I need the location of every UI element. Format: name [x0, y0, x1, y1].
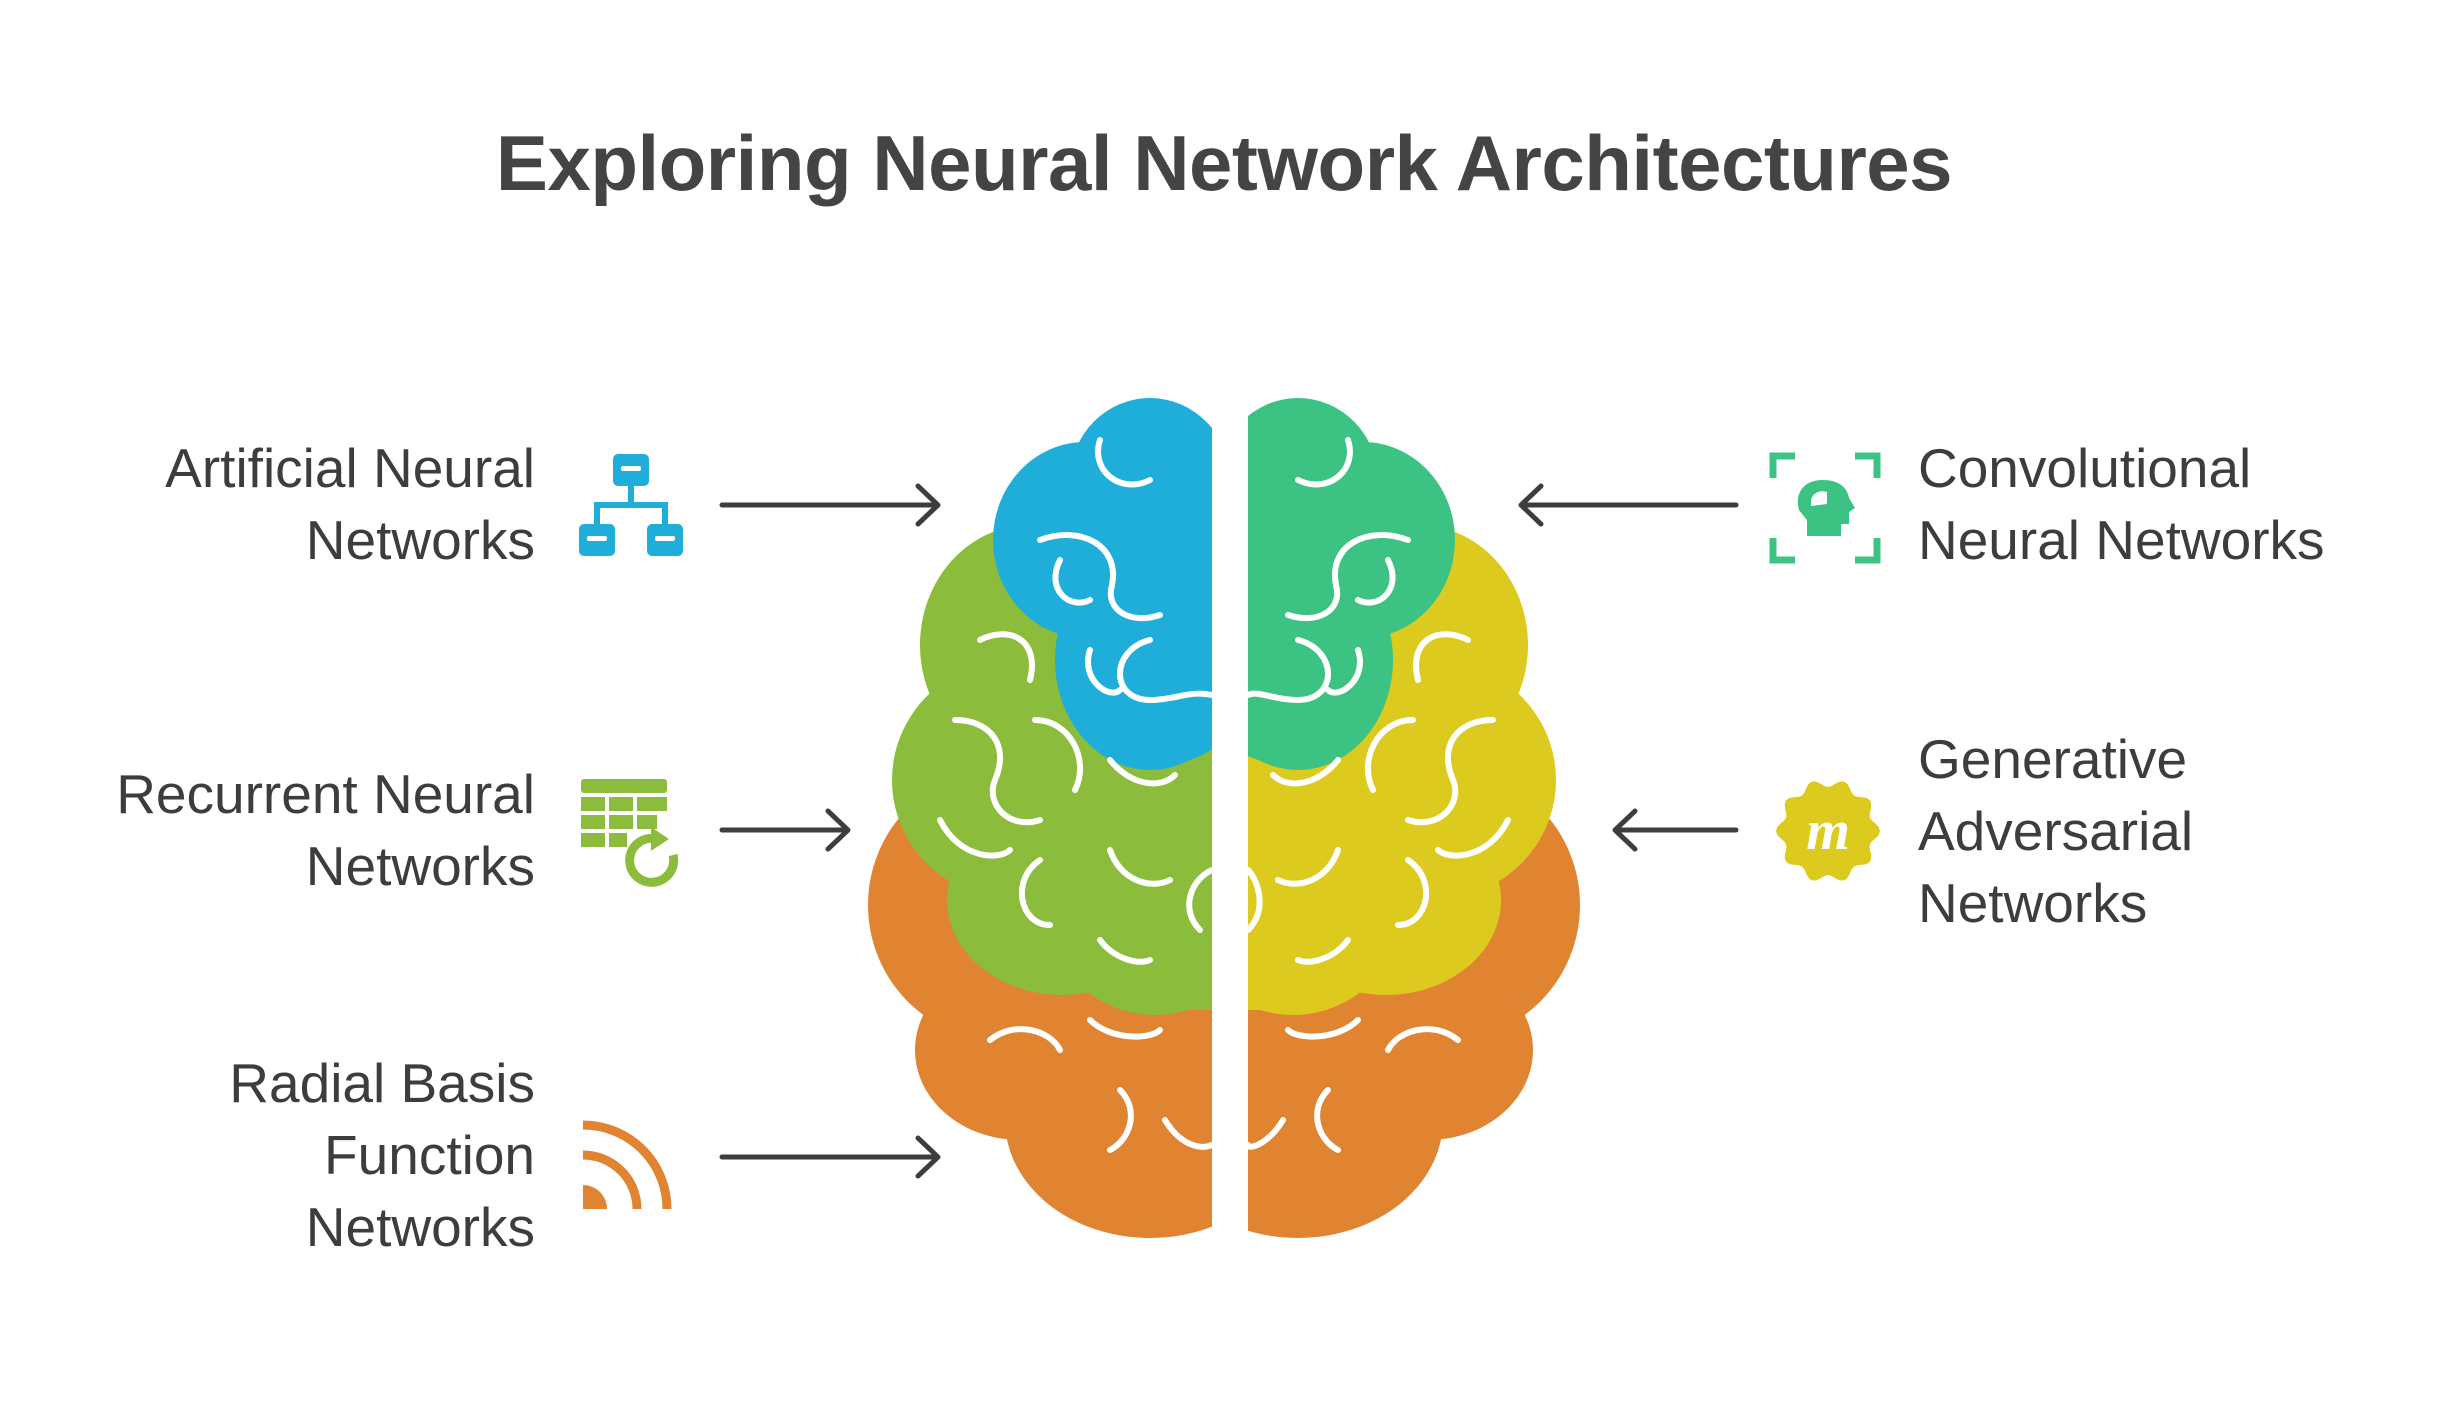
svg-text:m: m [1806, 800, 1850, 862]
left-top-lobe [993, 398, 1212, 770]
left-hemisphere [868, 398, 1212, 1238]
left-folds [937, 437, 1215, 1153]
hierarchy-network-icon [579, 454, 683, 556]
head-scan-icon [1769, 452, 1881, 564]
arrow-generative-adversarial-networks [1612, 808, 1739, 852]
radial-waves-icon [582, 1120, 672, 1210]
table-refresh-icon [581, 779, 679, 887]
brain-folds [937, 437, 1511, 1153]
right-hemisphere [1248, 398, 1580, 1238]
arrow-convolutional-neural-networks [1518, 483, 1739, 527]
arrow-recurrent-neural-networks [719, 808, 851, 852]
right-folds [1245, 437, 1511, 1153]
m-badge-icon: m [1776, 781, 1880, 881]
arrow-artificial-neural-networks [719, 483, 941, 527]
arrow-radial-basis-function-networks [719, 1135, 941, 1179]
diagram-title: Exploring Neural Network Architectures [495, 119, 1953, 207]
right-top-lobe [1248, 398, 1455, 770]
